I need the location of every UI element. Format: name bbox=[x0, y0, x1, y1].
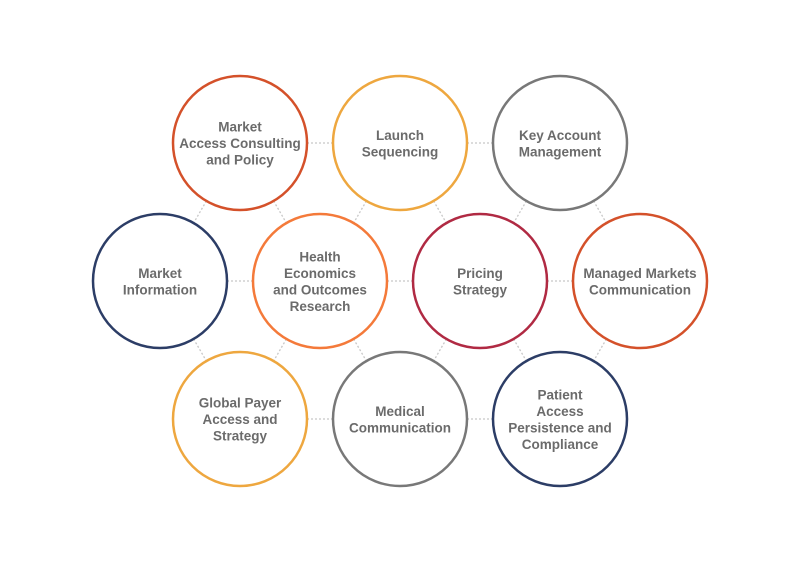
node-label-line: Medical bbox=[375, 404, 425, 419]
node-label-line: Management bbox=[519, 144, 602, 159]
connector-kam-ps bbox=[513, 200, 527, 224]
connector-kam-mmc bbox=[593, 200, 607, 224]
node-label-line: Persistence and bbox=[508, 420, 612, 435]
node-label-line: Pricing bbox=[457, 266, 503, 281]
node-label-line: Communication bbox=[589, 282, 691, 297]
node-circle bbox=[411, 212, 549, 350]
node-label-line: Information bbox=[123, 282, 197, 297]
node-label-line: and Outcomes bbox=[273, 282, 367, 297]
node-label-line: Patient bbox=[537, 387, 583, 402]
node-label-line: Health bbox=[299, 249, 340, 264]
connector-mi-gpas bbox=[193, 338, 207, 362]
node-label-line: Access and bbox=[202, 412, 277, 427]
node-label-line: Market bbox=[138, 266, 182, 281]
node-circle bbox=[171, 350, 309, 488]
connector-ls-ps bbox=[433, 200, 447, 224]
node-circle bbox=[491, 350, 629, 488]
node-label-line: Key Account bbox=[519, 128, 602, 143]
node-label-line: Compliance bbox=[522, 437, 599, 452]
node-label-line: Access Consulting bbox=[179, 136, 301, 151]
node-circle bbox=[171, 74, 309, 212]
node-circle bbox=[571, 212, 709, 350]
node-label-line: Research bbox=[290, 299, 351, 314]
node-label-line: Access bbox=[536, 404, 583, 419]
connector-mmc-papc bbox=[593, 338, 607, 362]
node-circle bbox=[91, 212, 229, 350]
node-label-line: Launch bbox=[376, 128, 424, 143]
node-circle bbox=[251, 212, 389, 350]
node-label-line: Economics bbox=[284, 266, 356, 281]
connector-ps-papc bbox=[513, 338, 527, 362]
connector-mac-heor bbox=[273, 200, 287, 224]
node-label-line: Market bbox=[218, 120, 262, 135]
node-circle bbox=[331, 350, 469, 488]
node-label-line: Global Payer bbox=[199, 396, 282, 411]
node-label-line: Sequencing bbox=[362, 144, 439, 159]
node-label-line: Strategy bbox=[453, 282, 508, 297]
connector-heor-mc bbox=[353, 338, 367, 362]
node-label-line: Strategy bbox=[213, 429, 268, 444]
node-label-line: Communication bbox=[349, 420, 451, 435]
connector-heor-gpas bbox=[273, 338, 287, 362]
connector-ps-mc bbox=[433, 338, 447, 362]
node-label-line: Managed Markets bbox=[583, 266, 696, 281]
node-circle bbox=[331, 74, 469, 212]
node-circle bbox=[491, 74, 629, 212]
connector-mac-mi bbox=[193, 200, 207, 224]
connector-ls-heor bbox=[353, 200, 367, 224]
node-label-line: and Policy bbox=[206, 153, 274, 168]
